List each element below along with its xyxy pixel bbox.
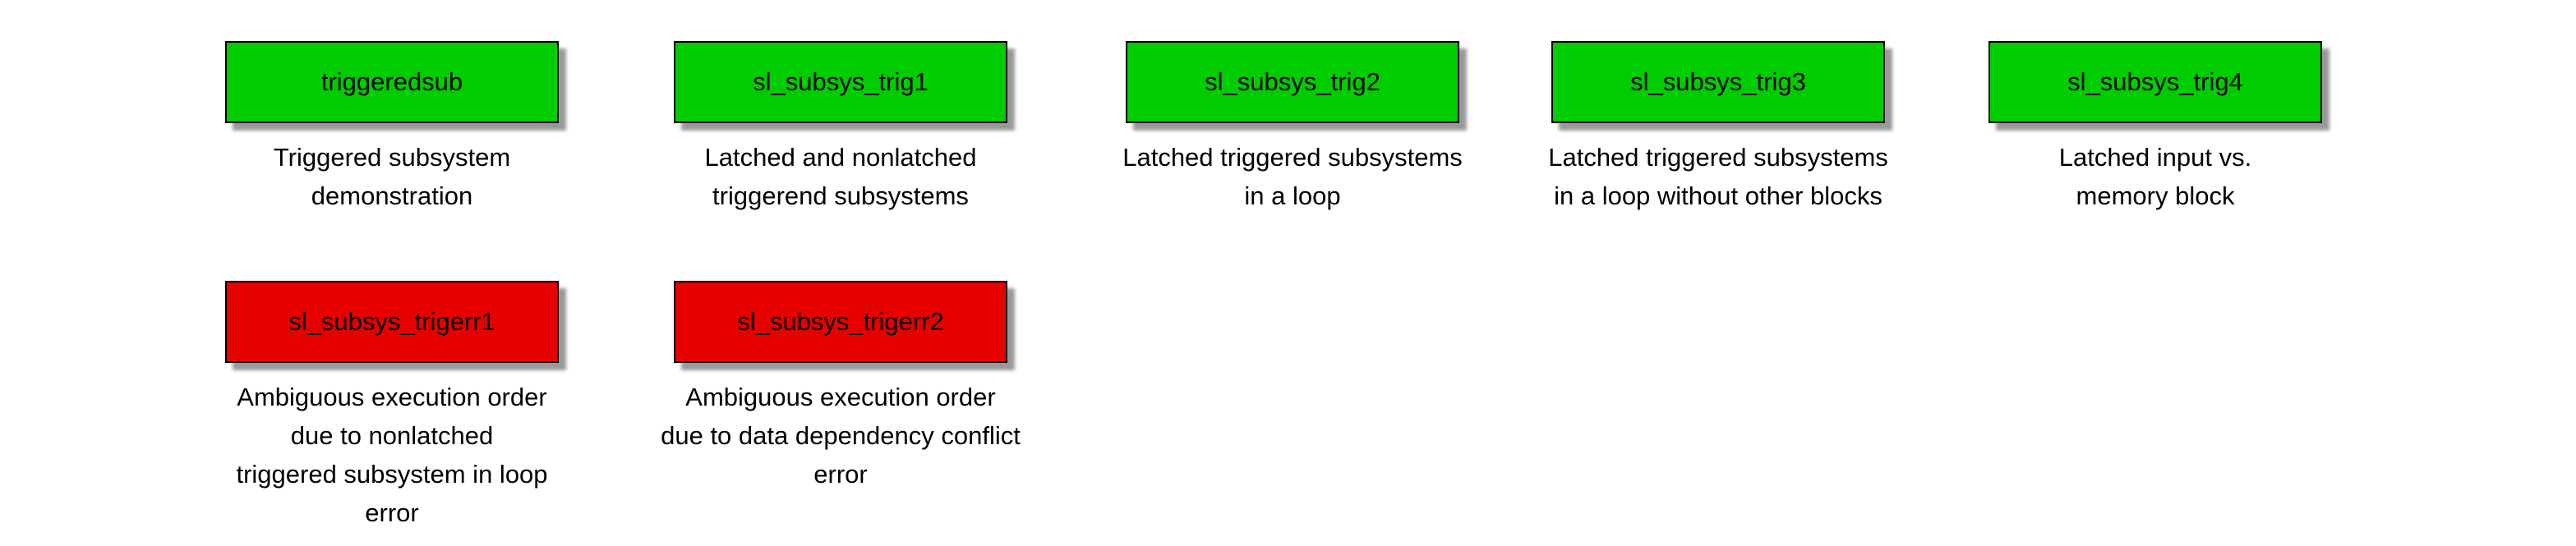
- block-group-trig3: sl_subsys_trig3 Latched triggered subsys…: [1548, 41, 1888, 210]
- block-caption: Latched triggered subsystems in a loop w…: [1548, 143, 1888, 210]
- block-group-trig1: sl_subsys_trig1 Latched and nonlatched t…: [674, 41, 1007, 210]
- block-caption: Ambiguous execution order due to data de…: [661, 383, 1021, 489]
- block-caption: Latched input vs. memory block: [2058, 143, 2252, 210]
- block-group-triggeredsub: triggeredsub Triggered subsystem demonst…: [225, 41, 559, 210]
- subsystem-block-trig3[interactable]: sl_subsys_trig3: [1551, 41, 1885, 123]
- block-group-trig2: sl_subsys_trig2 Latched triggered subsys…: [1122, 41, 1463, 210]
- block-group-trigerr2: sl_subsys_trigerr2 Ambiguous execution o…: [661, 281, 1021, 489]
- subsystem-block-trig1[interactable]: sl_subsys_trig1: [674, 41, 1007, 123]
- block-group-trig4: sl_subsys_trig4 Latched input vs. memory…: [1988, 41, 2322, 210]
- block-caption: Latched triggered subsystems in a loop: [1122, 143, 1463, 210]
- subsystem-block-trig4[interactable]: sl_subsys_trig4: [1988, 41, 2322, 123]
- block-caption: Ambiguous execution order due to nonlatc…: [236, 383, 548, 527]
- subsystem-block-triggeredsub[interactable]: triggeredsub: [225, 41, 559, 123]
- block-caption: Latched and nonlatched triggerend subsys…: [704, 143, 977, 210]
- block-caption: Triggered subsystem demonstration: [273, 143, 511, 210]
- subsystem-block-trig2[interactable]: sl_subsys_trig2: [1126, 41, 1459, 123]
- subsystem-block-trigerr1[interactable]: sl_subsys_trigerr1: [225, 281, 559, 363]
- subsystem-block-trigerr2[interactable]: sl_subsys_trigerr2: [674, 281, 1007, 363]
- block-group-trigerr1: sl_subsys_trigerr1 Ambiguous execution o…: [225, 281, 559, 527]
